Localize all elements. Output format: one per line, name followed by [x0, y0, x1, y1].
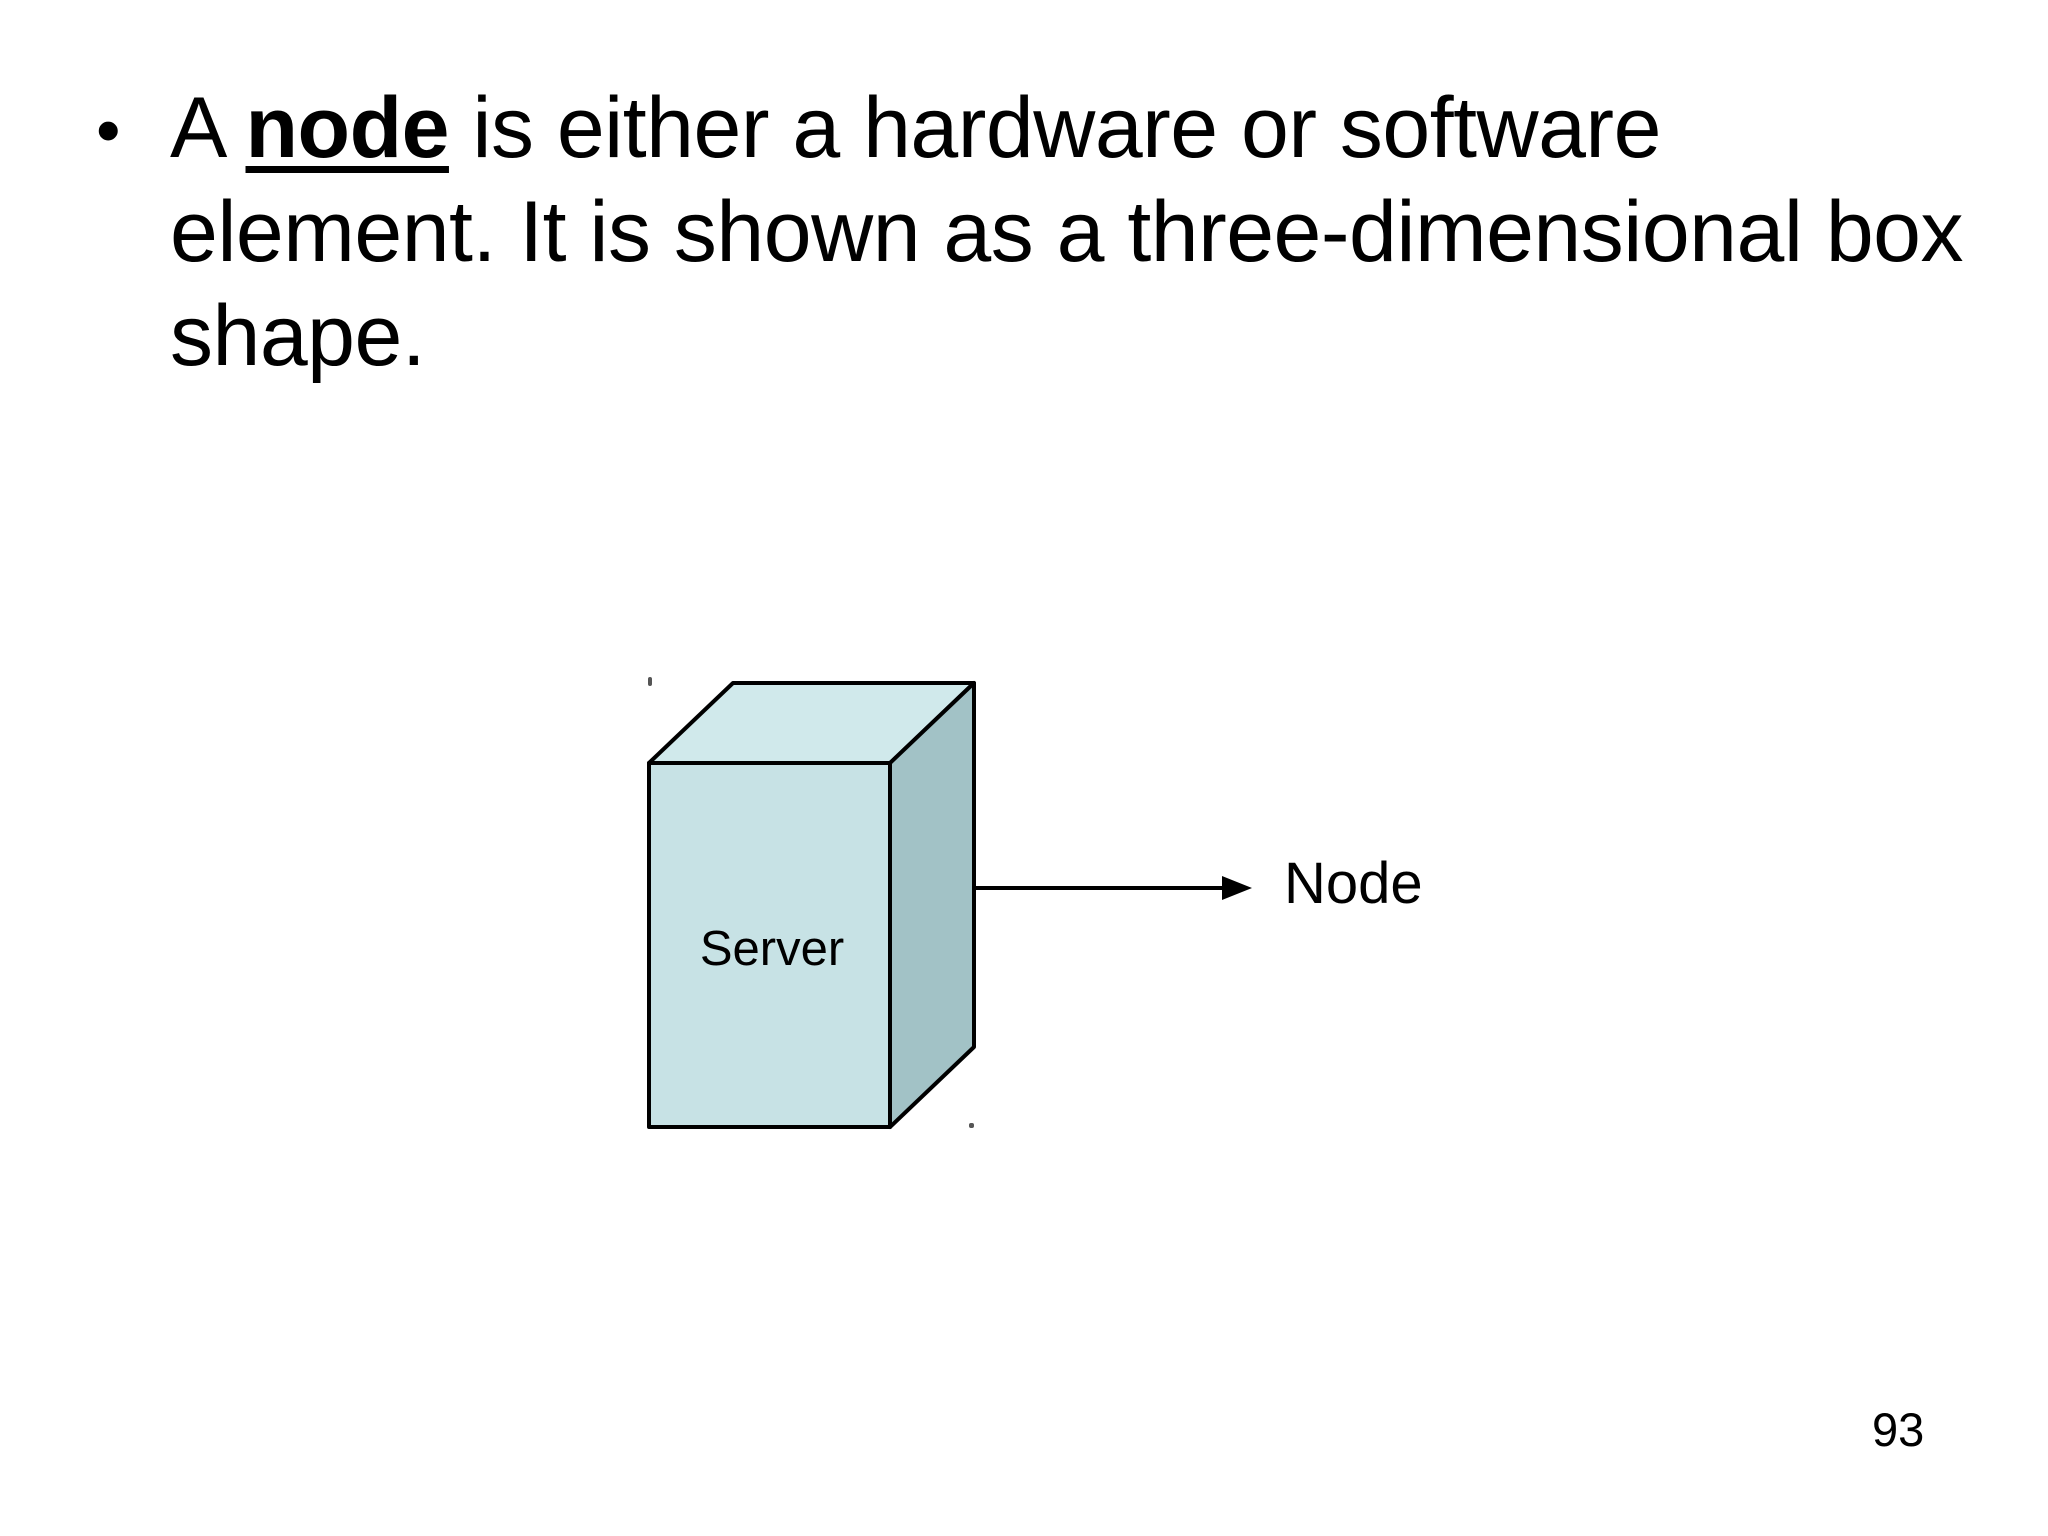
bullet-marker: • — [96, 91, 121, 169]
annotation-label: Node — [1284, 851, 1423, 916]
bullet-line1-post: is either a hardware or software — [448, 80, 1661, 176]
node-diagram: Server Node — [647, 677, 1423, 1129]
artifact-tick-top-left — [648, 677, 652, 686]
bullet-line-3: shape. — [170, 288, 426, 384]
artifact-dot-bottom-right — [969, 1123, 974, 1128]
bullet-line1-pre: A — [170, 80, 246, 176]
bullet-line-1: A node is either a hardware or software — [170, 76, 1963, 180]
server-box-label: Server — [700, 922, 844, 976]
bullet-line-2: element. It is shown as a three-dimensio… — [170, 184, 1964, 280]
page-number: 93 — [1872, 1403, 1925, 1456]
term-node-underlined: node — [245, 80, 450, 176]
bullet-text: A node is either a hardware or software … — [170, 76, 1964, 388]
bullet-paragraph: • A node is either a hardware or softwar… — [96, 76, 1996, 388]
server-box-side-face — [888, 681, 976, 1129]
annotation-arrow-head — [1222, 876, 1252, 900]
server-box-front-face — [647, 761, 892, 1129]
